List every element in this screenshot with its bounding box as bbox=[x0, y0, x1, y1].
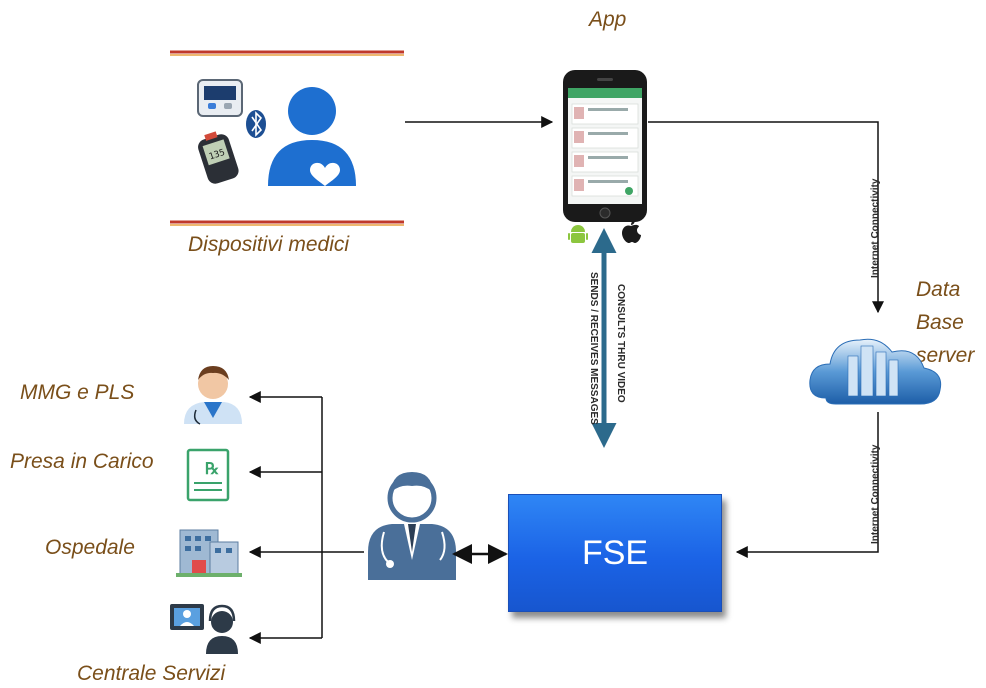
sends-receives-label: SENDS / RECEIVES MESSAGES bbox=[588, 272, 599, 425]
ospedale-label: Ospedale bbox=[45, 536, 135, 559]
fse-box: FSE bbox=[508, 494, 722, 612]
doctor-icon bbox=[368, 472, 456, 580]
hospital-icon bbox=[176, 529, 242, 577]
patient-heart-icon bbox=[268, 87, 356, 186]
service-center-icon bbox=[170, 604, 238, 654]
database-label-line3: server bbox=[916, 344, 975, 367]
physician-icon bbox=[184, 366, 242, 425]
database-label-line2: Base bbox=[916, 311, 964, 334]
apple-icon bbox=[622, 220, 641, 243]
bluetooth-icon bbox=[246, 110, 266, 138]
internet-connectivity-bottom-label: Internet Connectivity bbox=[870, 444, 881, 544]
internet-connectivity-top-label: Internet Connectivity bbox=[870, 178, 881, 278]
prescription-icon: ℞ bbox=[186, 448, 230, 502]
fse-label: FSE bbox=[581, 533, 649, 572]
presa-label: Presa in Carico bbox=[10, 450, 154, 473]
glucose-reading: 135 bbox=[208, 148, 227, 163]
database-label-line1: Data bbox=[916, 278, 961, 301]
smartphone-icon bbox=[563, 70, 647, 222]
app-label: App bbox=[589, 8, 627, 31]
arrow-database-to-fse bbox=[735, 412, 879, 558]
consults-label: CONSULTS THRU VIDEO bbox=[615, 284, 626, 403]
blood-pressure-monitor-icon bbox=[197, 79, 243, 117]
mmg-label: MMG e PLS bbox=[20, 381, 135, 404]
svg-text:℞: ℞ bbox=[205, 459, 219, 478]
centrale-label: Centrale Servizi bbox=[77, 662, 226, 685]
cloud-database-icon bbox=[809, 338, 942, 405]
arrow-app-to-database bbox=[648, 121, 884, 314]
devices-label: Dispositivi medici bbox=[188, 233, 350, 256]
glucose-meter-icon: 135 bbox=[198, 131, 239, 184]
android-icon bbox=[568, 225, 588, 243]
